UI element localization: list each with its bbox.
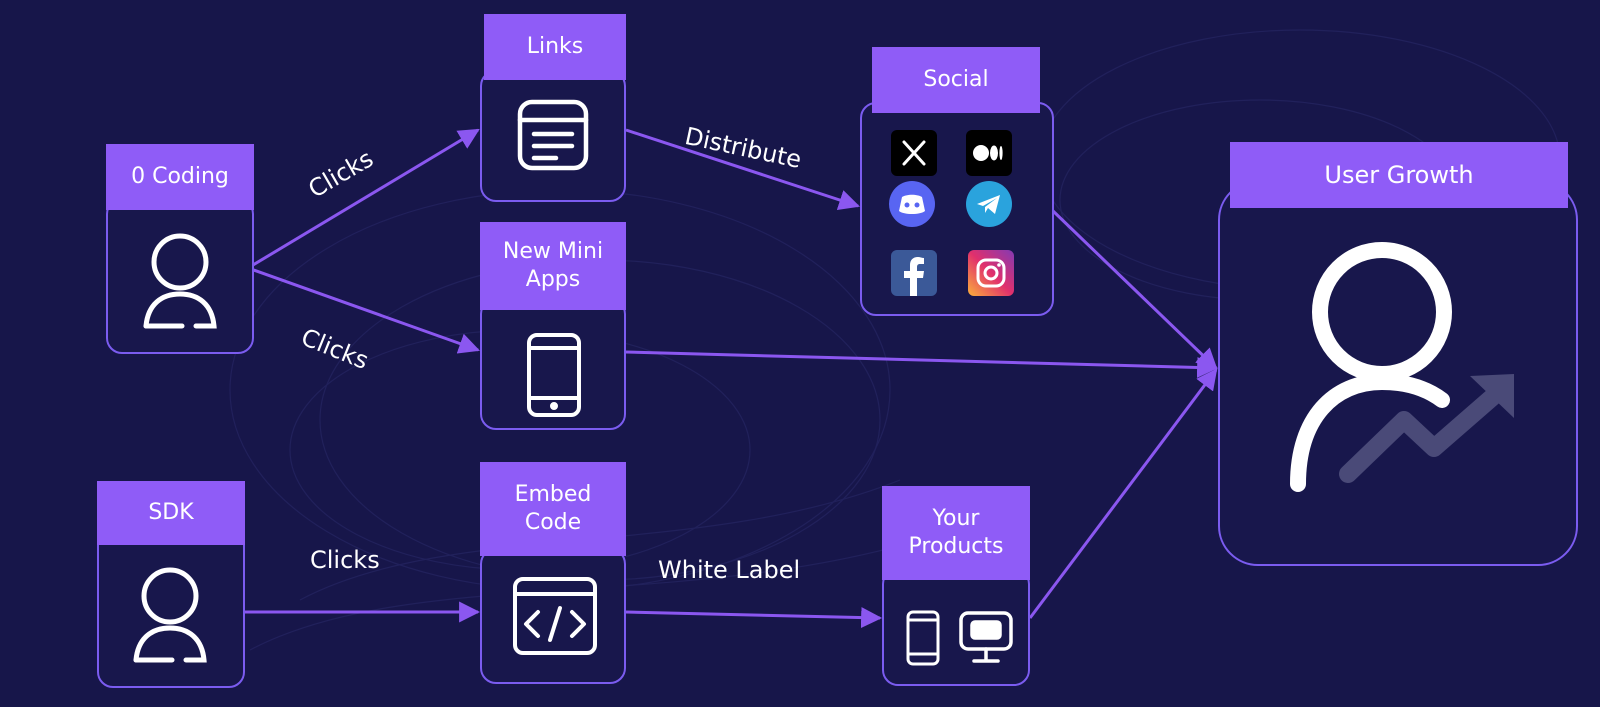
smartphone-icon xyxy=(906,610,940,666)
node-mini-apps-label: New Mini Apps xyxy=(480,222,626,310)
monitor-icon xyxy=(959,611,1013,663)
node-links-label: Links xyxy=(484,14,626,80)
browser-window-icon xyxy=(517,99,589,171)
user-icon xyxy=(133,567,207,663)
arrow-coding-to-mini-apps xyxy=(247,266,480,354)
arrow-social-to-growth xyxy=(1050,208,1218,370)
node-social-label: Social xyxy=(872,47,1040,113)
arrow-links-to-social xyxy=(625,128,860,211)
arrow-embed-to-products xyxy=(625,607,883,629)
instagram-icon xyxy=(968,250,1014,296)
arrow-mini-apps-to-growth xyxy=(625,350,1219,378)
telegram-icon xyxy=(966,181,1012,227)
arrow-coding-to-links xyxy=(247,128,480,270)
arrow-products-to-growth xyxy=(1028,368,1218,619)
node-sdk-label: SDK xyxy=(97,481,245,545)
code-window-icon xyxy=(513,577,597,655)
user-icon xyxy=(143,233,217,329)
smartphone-icon xyxy=(527,333,581,417)
medium-icon xyxy=(966,130,1012,176)
facebook-icon xyxy=(891,250,937,296)
edge-label-white-label: White Label xyxy=(658,556,801,584)
node-embed-code xyxy=(480,548,626,684)
node-user-growth-label: User Growth xyxy=(1230,142,1568,208)
user-growth-icon xyxy=(1290,242,1514,492)
edge-label-clicks-embed: Clicks xyxy=(310,546,380,574)
node-zero-coding-label: 0 Coding xyxy=(106,144,254,210)
discord-icon xyxy=(889,181,935,227)
x-icon xyxy=(891,130,937,176)
node-embed-code-label: Embed Code xyxy=(480,462,626,556)
node-your-products-label: Your Products xyxy=(882,486,1030,580)
